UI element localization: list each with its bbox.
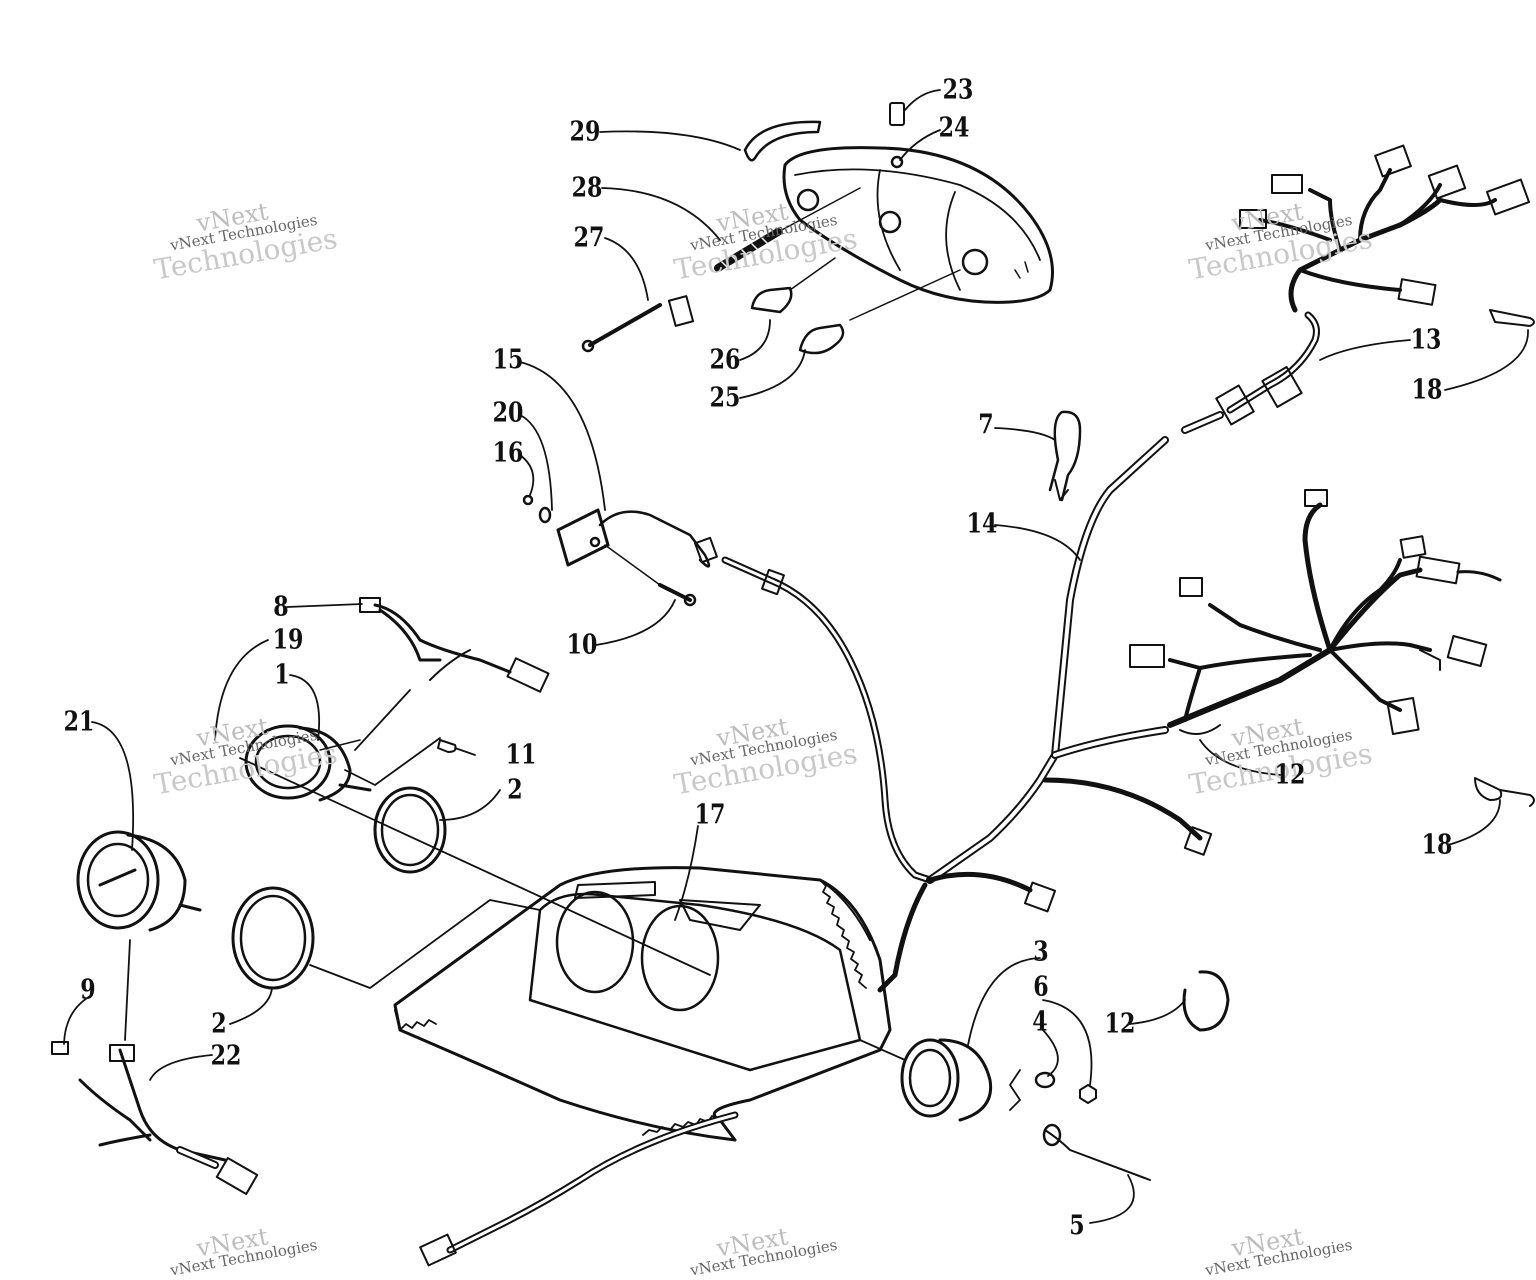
gauge-3 [900,1038,993,1122]
callout-11: 11 [505,739,537,771]
callout-24: 24 [938,112,970,144]
callout-13: 13 [1410,324,1442,356]
callout-7: 7 [978,409,994,441]
callout-15: 15 [492,344,524,376]
callout-5: 5 [1069,1210,1085,1242]
callout-26: 26 [709,344,741,376]
callout-20: 20 [492,397,524,429]
gauge-21 [76,830,202,932]
callout-18-lower: 18 [1421,829,1453,861]
harness-lower-right [1129,489,1502,736]
regulator-15 [522,494,718,607]
dash-console-17 [393,866,892,1142]
callout-19: 19 [272,624,304,656]
callout-25: 25 [709,382,741,414]
callout-2-upper: 2 [507,774,523,806]
callout-17: 17 [694,799,726,831]
callout-8: 8 [273,591,289,623]
callout-9: 9 [80,974,96,1006]
callout-21: 21 [63,706,95,738]
callout-28: 28 [571,172,603,204]
leader-lines [63,89,1529,1224]
callout-29: 29 [569,116,601,148]
harness-13 [1215,144,1531,426]
callout-1: 1 [274,659,290,691]
callout-3: 3 [1033,936,1049,968]
callout-22: 22 [210,1040,242,1072]
callout-12-upper: 12 [1274,759,1306,791]
callout-10: 10 [566,629,598,661]
callout-16: 16 [492,437,524,469]
callout-2-lower: 2 [211,1008,227,1040]
gauge-1 [244,724,372,802]
callout-4: 4 [1032,1006,1048,1038]
callout-14: 14 [966,508,998,540]
callout-6: 6 [1033,971,1049,1003]
callout-12-lower: 12 [1104,1008,1136,1040]
callout-27: 27 [573,222,605,254]
wiring-harness-14 [419,411,1224,1267]
callout-18-top: 18 [1411,374,1443,406]
headlight-assembly-24 [782,146,1054,304]
callout-23: 23 [942,74,974,106]
